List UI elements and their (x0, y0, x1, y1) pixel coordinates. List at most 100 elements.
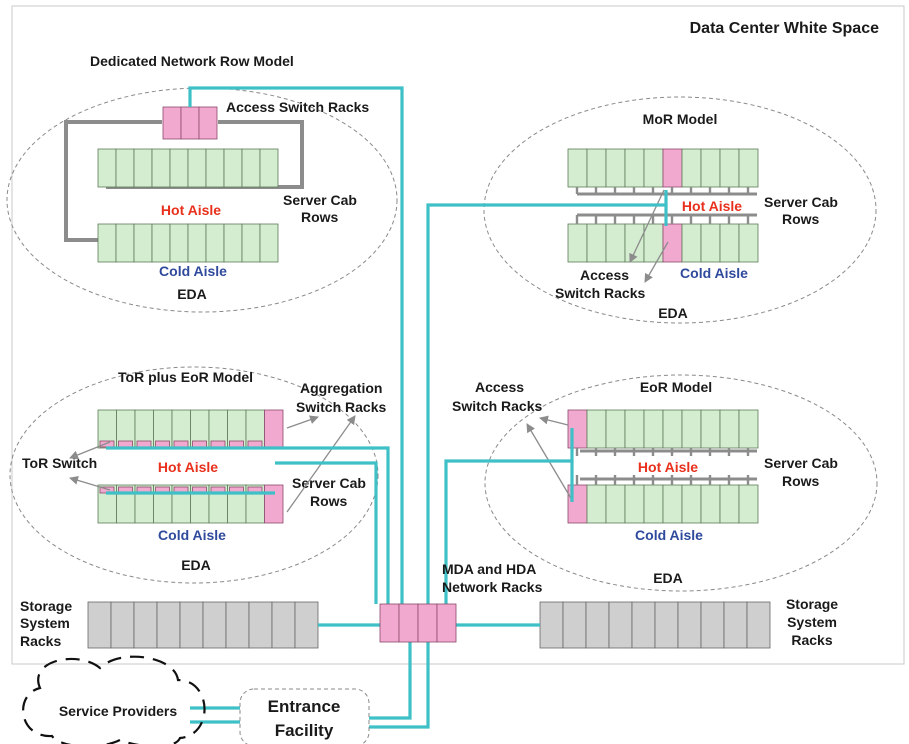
server-cabinet (643, 409, 664, 449)
server-cabinet (264, 484, 284, 524)
storage-rack (539, 601, 564, 649)
server-cabinet (264, 409, 284, 449)
storage-rack (654, 601, 679, 649)
server-cabinet (115, 148, 135, 188)
server-cabinet (133, 223, 153, 263)
server-cabinet (719, 223, 740, 263)
tor-server-label-2: Rows (310, 493, 348, 509)
server-cabinet (586, 484, 607, 524)
white-space-title: Data Center White Space (690, 20, 879, 37)
mda-label-1: MDA and HDA (442, 561, 536, 577)
storage-rack (248, 601, 273, 649)
server-cabinet (97, 223, 117, 263)
entrance-label-1: Entrance (268, 697, 341, 716)
tor-switch (155, 440, 170, 448)
server-cabinet (681, 484, 702, 524)
server-cabinet (662, 484, 683, 524)
server-cabinet (719, 409, 740, 449)
tor-switch-arrow-1 (69, 441, 111, 460)
server-cabinet (586, 148, 607, 188)
storage-left-label-1: Storage (20, 598, 72, 614)
eor-tray-drops (575, 448, 750, 485)
tor-title: ToR plus EoR Model (118, 369, 253, 385)
server-cabinet (151, 223, 171, 263)
storage-rack (723, 601, 748, 649)
storage-rack (294, 601, 319, 649)
eor-access-arrow-1 (539, 415, 569, 426)
eor-access-label-1: Access (475, 379, 524, 395)
mor-access-arrow-2 (644, 241, 669, 283)
server-cabinet (624, 223, 645, 263)
server-cabinet (241, 223, 261, 263)
server-cabinet (700, 148, 721, 188)
server-cabinet (662, 148, 683, 188)
storage-rack (562, 601, 587, 649)
tor-agg-label-1: Aggregation (300, 380, 382, 396)
server-cabinet (205, 148, 225, 188)
storage-rack (631, 601, 656, 649)
server-cabinet (259, 148, 279, 188)
server-cabinet (205, 223, 225, 263)
storage-rack (179, 601, 204, 649)
storage-left-label-3: Racks (20, 633, 61, 649)
storage-rack (608, 601, 633, 649)
mor-hot-aisle: Hot Aisle (682, 198, 742, 214)
storage-rack (133, 601, 158, 649)
server-cabinet (719, 484, 740, 524)
server-cabinet (151, 148, 171, 188)
storage-rack (110, 601, 135, 649)
eor-title: EoR Model (640, 379, 712, 395)
server-cabinet (681, 409, 702, 449)
mor-server-row-bottom (567, 223, 759, 263)
server-cabinet (624, 484, 645, 524)
server-cabinet (681, 148, 702, 188)
dedicated-server-label-2: Rows (301, 209, 339, 225)
eor-eda: EDA (653, 570, 683, 586)
storage-rack (585, 601, 610, 649)
server-cabinet (187, 223, 207, 263)
tor-switch (229, 440, 244, 448)
server-cabinet (624, 409, 645, 449)
eor-server-row-top (567, 409, 759, 449)
server-cabinet (662, 409, 683, 449)
mor-server-row-top (567, 148, 759, 188)
tor-eda: EDA (181, 557, 211, 573)
server-cabinet (223, 148, 243, 188)
server-cabinet (719, 148, 740, 188)
mor-eda: EDA (658, 305, 688, 321)
dedicated-eda: EDA (177, 286, 207, 302)
storage-racks-right (539, 601, 771, 649)
server-cabinet (700, 223, 721, 263)
mor-server-label-1: Server Cab (764, 194, 838, 210)
server-cabinet (605, 223, 626, 263)
storage-rack (746, 601, 771, 649)
tor-agg-arrow-1 (286, 415, 319, 429)
white-space-boundary (11, 5, 905, 665)
server-cabinet (738, 409, 759, 449)
server-cabinet (662, 223, 683, 263)
storage-rack (156, 601, 181, 649)
mda-network-racks (379, 603, 457, 643)
storage-rack (225, 601, 250, 649)
dedicated-server-label-1: Server Cab (283, 192, 357, 208)
server-cabinet (643, 148, 664, 188)
entrance-label-2: Facility (275, 721, 334, 740)
server-cabinet (567, 148, 588, 188)
mor-server-label-2: Rows (782, 211, 820, 227)
dedicated-server-row-top (97, 148, 279, 188)
dedicated-access-switch-racks (162, 106, 218, 140)
server-cabinet (700, 484, 721, 524)
server-cabinet (241, 148, 261, 188)
tor-switch (118, 440, 133, 448)
server-cabinet (605, 148, 626, 188)
tor-switches-top (99, 440, 263, 448)
storage-right-label-1: Storage (786, 596, 838, 612)
server-cabinet (169, 223, 189, 263)
storage-left-label-2: System (20, 615, 70, 631)
dedicated-hot-aisle: Hot Aisle (161, 202, 221, 218)
storage-rack (677, 601, 702, 649)
mor-access-label-1: Access (580, 267, 629, 283)
server-cabinet (643, 484, 664, 524)
eor-server-label-2: Rows (782, 473, 820, 489)
tor-switch (136, 440, 152, 448)
